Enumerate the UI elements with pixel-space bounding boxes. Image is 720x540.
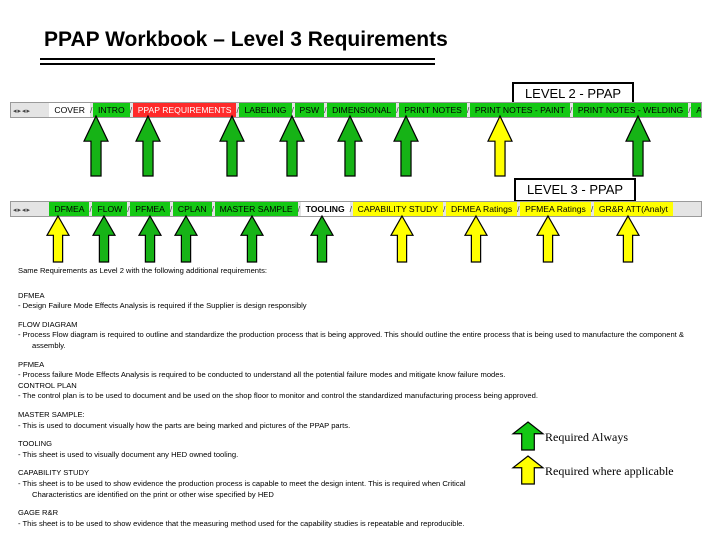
sheet-tab-dfmea-ratings[interactable]: DFMEA Ratings	[446, 202, 518, 216]
pfmea-text: - Process failure Mode Effects Analysis …	[18, 370, 506, 380]
tab-separator: /	[129, 105, 133, 115]
sheet-tab-dfmea[interactable]: DFMEA	[49, 202, 90, 216]
sheet-tab-print-notes-welding[interactable]: PRINT NOTES - WELDING	[572, 103, 689, 117]
master-sample-heading: MASTER SAMPLE:	[18, 409, 85, 419]
tab-separator: /	[590, 204, 594, 214]
capability-heading: CAPABILITY STUDY	[18, 468, 90, 478]
page-title: PPAP Workbook – Level 3 Requirements	[44, 28, 448, 51]
sheet-tab-master-sample[interactable]: MASTER SAMPLE	[214, 202, 298, 216]
level2-arrow-4	[279, 114, 305, 177]
tooling-heading: TOOLING	[18, 439, 53, 449]
tab-separator: /	[688, 105, 691, 115]
tab-separator: /	[396, 105, 399, 115]
tab-separator: /	[169, 204, 173, 214]
level-2-sheet-tabs: ◂▸◂▸ COVER/INTRO/PPAP REQUIREMENTS/LABEL…	[10, 102, 702, 118]
level2-arrow-7	[487, 114, 513, 177]
gage-rr-text: - This sheet is to be used to show evide…	[18, 518, 465, 528]
sheet-tab-appe[interactable]: APPE	[691, 103, 701, 117]
tab-separator: /	[211, 204, 214, 214]
tab-separator: /	[443, 204, 446, 214]
level2-arrow-5	[337, 114, 363, 177]
tab-separator: /	[291, 105, 294, 115]
sheet-tab-flow[interactable]: FLOW	[92, 202, 128, 216]
level3-arrow-7	[389, 214, 415, 263]
legend-required-applicable-label: Required where applicable	[545, 464, 674, 478]
level2-arrow-2	[135, 114, 161, 177]
level2-arrow-3	[219, 114, 245, 177]
master-sample-text: - This is used to document visually how …	[18, 420, 351, 430]
control-plan-text: - The control plan is to be used to docu…	[18, 391, 538, 401]
level2-arrow-8	[625, 114, 651, 177]
capability-text: - This sheet is to be used to show evide…	[18, 478, 466, 499]
level3-arrow-8	[463, 214, 489, 263]
tab-separator: /	[349, 204, 353, 214]
level2-arrow-6	[393, 114, 419, 177]
sheet-tab-gr-r-att-analyt[interactable]: GR&R ATT(Analyt	[593, 202, 673, 216]
tab-separator: /	[89, 204, 92, 214]
level3-arrow-9	[535, 214, 561, 263]
requirements-text: Same Requirements as Level 2 with the fo…	[18, 266, 698, 529]
level3-arrow-3	[137, 214, 163, 263]
legend-required-always-label: Required Always	[545, 430, 628, 444]
gage-rr-heading: GAGE R&R	[18, 508, 59, 518]
tab-separator: /	[297, 204, 301, 214]
tooling-text: - This sheet is used to visually documen…	[18, 449, 239, 459]
tab-separator: /	[466, 105, 470, 115]
tab-separator: /	[89, 105, 93, 115]
level3-arrow-2	[91, 214, 117, 263]
title-underline-2	[40, 63, 435, 65]
sheet-tab-print-notes[interactable]: PRINT NOTES	[399, 103, 467, 117]
dfmea-text: - Design Failure Mode Effects Analysis i…	[18, 301, 307, 311]
level3-arrow-dfmea	[45, 214, 71, 263]
sheet-tab-cplan[interactable]: CPLAN	[172, 202, 212, 216]
sheet-tab-dimensional[interactable]: DIMENSIONAL	[327, 103, 397, 117]
control-plan-heading: CONTROL PLAN	[18, 380, 77, 390]
sheet-tab-tooling[interactable]: TOOLING	[300, 202, 350, 216]
level3-arrow-10	[615, 214, 641, 263]
legend-yellow-arrow-icon	[511, 455, 545, 485]
dfmea-heading: DFMEA	[18, 290, 45, 300]
flow-text: - Process Flow diagram is required to ou…	[18, 330, 684, 350]
level2-arrow-1	[83, 114, 109, 177]
level-3-sheet-tabs: ◂▸◂▸ DFMEA/FLOW/PFMEA/CPLAN/MASTER SAMPL…	[10, 201, 702, 217]
tab-separator: /	[569, 105, 573, 115]
legend-green-arrow-icon	[511, 421, 545, 451]
sheet-tab-labeling[interactable]: LABELING	[239, 103, 292, 117]
pfmea-heading: PFMEA	[18, 359, 45, 369]
sheet-nav-arrows[interactable]: ◂▸◂▸	[13, 207, 32, 214]
sheet-tab-pfmea[interactable]: PFMEA	[130, 202, 170, 216]
level3-arrow-5	[239, 214, 265, 263]
sheet-tab-intro[interactable]: INTRO	[92, 103, 130, 117]
sheet-tab-capability-study[interactable]: CAPABILITY STUDY	[352, 202, 444, 216]
tab-separator: /	[517, 204, 520, 214]
level3-arrow-4	[173, 214, 199, 263]
tab-separator: /	[324, 105, 327, 115]
tab-separator: /	[236, 105, 239, 115]
tab-separator: /	[127, 204, 130, 214]
intro-text: Same Requirements as Level 2 with the fo…	[18, 266, 268, 275]
sheet-tab-ppap-requirements[interactable]: PPAP REQUIREMENTS	[132, 103, 237, 117]
flow-heading: FLOW DIAGRAM	[18, 319, 78, 329]
level3-arrow-6	[309, 214, 335, 263]
sheet-tab-print-notes-paint[interactable]: PRINT NOTES - PAINT	[469, 103, 570, 117]
sheet-tab-psw[interactable]: PSW	[294, 103, 325, 117]
sheet-nav-arrows[interactable]: ◂▸◂▸	[13, 108, 32, 115]
sheet-tab-pfmea-ratings[interactable]: PFMEA Ratings	[520, 202, 591, 216]
sheet-tab-cover[interactable]: COVER	[49, 103, 90, 117]
title-underline-1	[40, 58, 435, 60]
